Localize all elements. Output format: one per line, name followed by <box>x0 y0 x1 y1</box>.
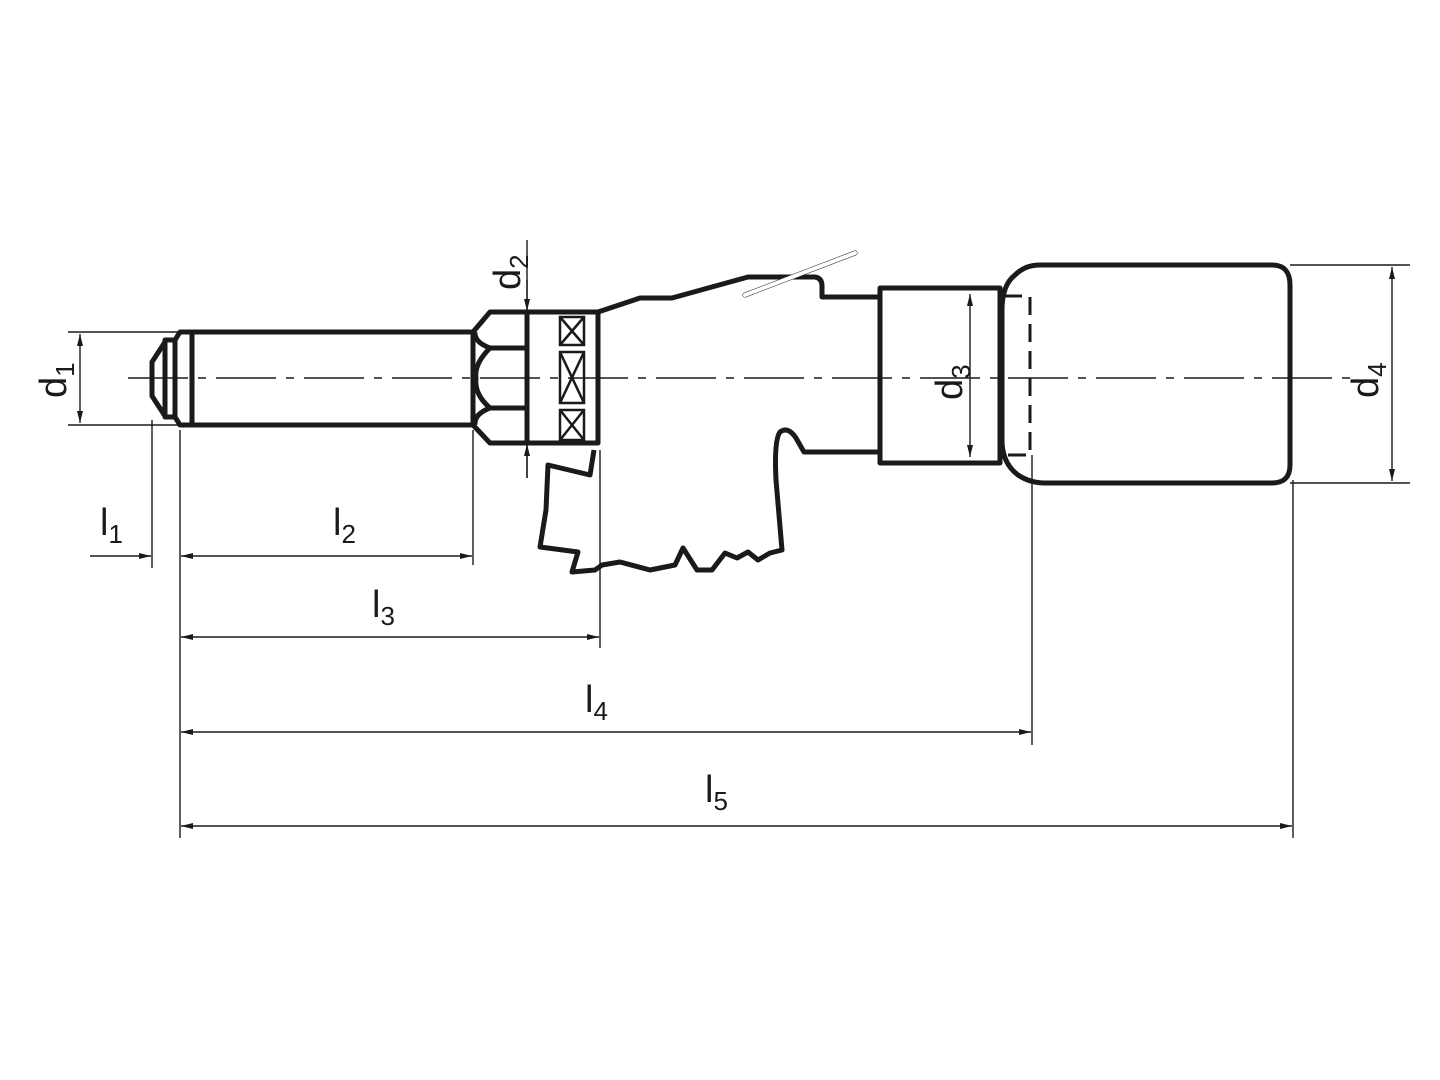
tool-body <box>537 274 880 575</box>
collar <box>877 285 1003 466</box>
tip <box>149 329 195 428</box>
label-l2: l2 <box>333 502 356 549</box>
label-d4: d4 <box>1345 362 1392 398</box>
label-d1: d1 <box>33 362 80 398</box>
label-l1: l1 <box>100 502 123 549</box>
hidden-edge <box>1004 294 1032 457</box>
label-d2: d2 <box>487 254 534 290</box>
label-l3: l3 <box>372 584 395 631</box>
label-l4: l4 <box>585 679 608 726</box>
extension-lines <box>68 240 1410 838</box>
dimension-lines <box>77 267 1395 829</box>
label-d3: d3 <box>929 364 976 400</box>
label-l5: l5 <box>705 769 728 816</box>
handle <box>999 262 1293 486</box>
bearing <box>524 309 601 446</box>
